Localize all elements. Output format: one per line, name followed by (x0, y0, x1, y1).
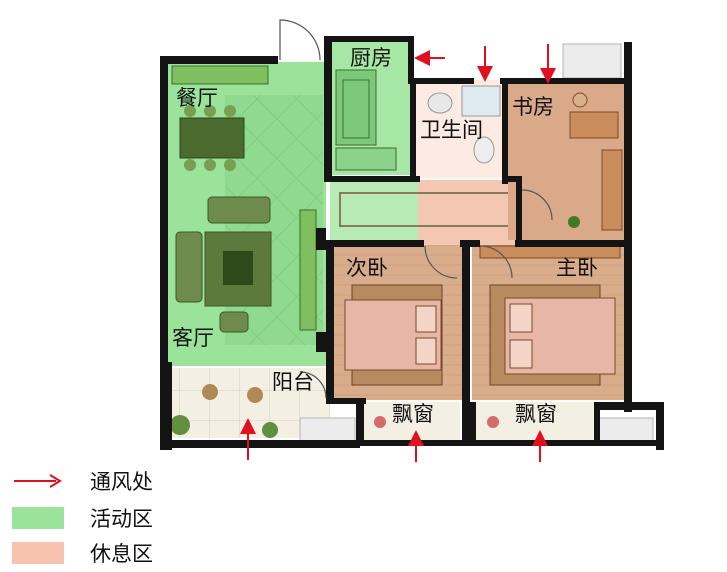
wall (408, 36, 414, 82)
wall (324, 36, 414, 42)
wall (516, 182, 522, 244)
study-window-box (562, 43, 622, 79)
bay-window-flower (487, 416, 499, 428)
label-dining: 餐厅 (176, 86, 218, 110)
study-chair (572, 92, 588, 108)
legend-ventilation-label: 通风处 (90, 470, 153, 494)
dining-chair (224, 159, 236, 171)
kitchen-sink (335, 147, 397, 171)
label-bay-window-left: 飘窗 (392, 402, 434, 426)
dining-chair (204, 159, 216, 171)
tv-cabinet (299, 209, 317, 331)
wall (624, 42, 632, 412)
dining-cabinet (171, 65, 269, 85)
balcony-plant (170, 415, 190, 435)
bookcase (601, 149, 623, 231)
furniture (170, 65, 623, 438)
bedroom-door (424, 245, 458, 279)
dining-chair (184, 159, 196, 171)
wall (324, 36, 332, 182)
balcony-chair (247, 387, 263, 403)
wall (500, 78, 630, 84)
corridor-activity (330, 180, 418, 245)
wall (600, 402, 664, 410)
wall (316, 332, 326, 352)
armchair (219, 311, 249, 333)
wall (502, 176, 522, 182)
wall (160, 56, 278, 64)
wall (594, 402, 600, 444)
bay-window-flower (374, 416, 386, 428)
legend-activity-label: 活动区 (90, 507, 153, 531)
wall (326, 244, 334, 404)
legend-ventilation: 通风处 (12, 466, 153, 496)
ventilation-arrows (240, 44, 556, 462)
activity-zone-swatch (12, 507, 64, 529)
entry-door (279, 19, 321, 61)
study-desk (569, 111, 619, 139)
side-window-right (597, 417, 654, 443)
side-window-left (299, 417, 356, 443)
label-bathroom: 卫生间 (420, 118, 483, 142)
study-plant (568, 216, 580, 228)
balcony-chair (202, 384, 218, 400)
second-bedroom-pillow (415, 305, 437, 333)
washbasin (427, 92, 453, 114)
wall (656, 402, 664, 450)
wall (160, 56, 168, 368)
wall (160, 440, 360, 448)
legend-rest-label: 休息区 (90, 542, 153, 566)
rest-zone-swatch (12, 542, 64, 564)
wardrobe (479, 245, 621, 259)
wall (470, 402, 476, 446)
walls (160, 36, 664, 450)
wall (330, 176, 420, 182)
wall (515, 240, 630, 247)
wall (356, 400, 364, 446)
shower (461, 85, 501, 117)
label-bay-window-right: 飘窗 (515, 402, 557, 426)
label-second-bedroom: 次卧 (346, 256, 388, 280)
sofa-back (207, 196, 271, 224)
doors (279, 19, 553, 399)
kitchen-counter (335, 69, 377, 146)
dining-chair (224, 105, 236, 117)
dining-chair (184, 105, 196, 117)
dining-table (179, 117, 245, 159)
wall (160, 362, 172, 450)
second-bedroom-pillow (415, 337, 437, 365)
wall (410, 84, 416, 180)
label-kitchen: 厨房 (350, 46, 392, 70)
wall (358, 440, 662, 446)
coffee-table (223, 251, 253, 285)
bedroom-door (479, 245, 513, 279)
kitchen-stove (342, 79, 370, 139)
study-door (521, 189, 553, 221)
legend-rest: 休息区 (12, 538, 153, 568)
legend-activity: 活动区 (12, 503, 153, 533)
balcony-plant (262, 422, 278, 438)
ventilation-arrow-icon (14, 474, 62, 488)
wall (326, 240, 424, 247)
label-balcony: 阳台 (272, 370, 314, 394)
master-bedroom-pillow (509, 339, 533, 369)
wall (462, 244, 470, 444)
label-study: 书房 (512, 95, 554, 119)
wall (408, 78, 474, 84)
label-master-bedroom: 主卧 (556, 256, 598, 280)
master-bedroom-pillow (509, 303, 533, 333)
wall (326, 398, 366, 404)
wall (316, 228, 326, 250)
dining-chair (204, 105, 216, 117)
wall (502, 84, 508, 184)
label-living: 客厅 (172, 326, 214, 350)
wall (460, 240, 480, 247)
sofa-side (175, 231, 203, 303)
balcony-door (299, 371, 327, 399)
toilet (473, 136, 495, 164)
corridor-rest (418, 180, 520, 245)
